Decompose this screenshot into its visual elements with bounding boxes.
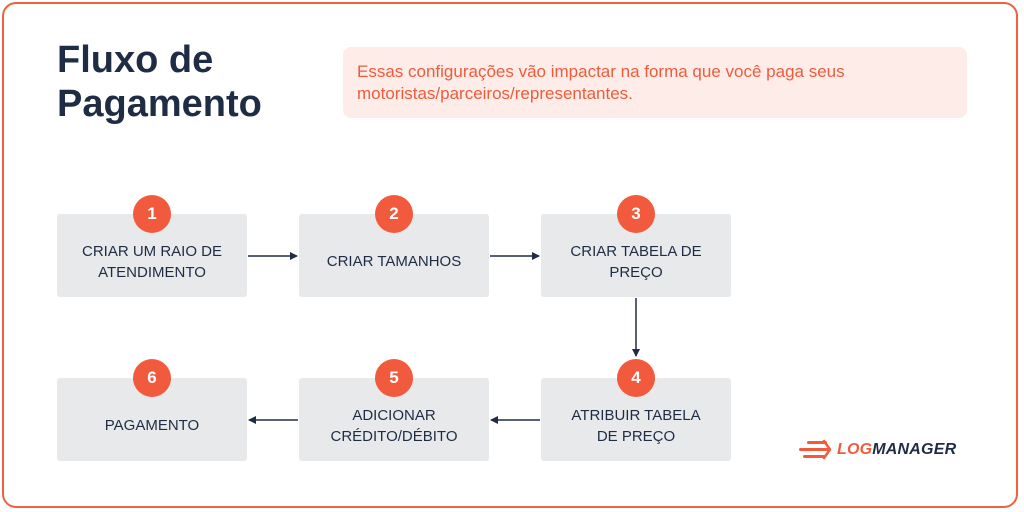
step-6-line-1: PAGAMENTO [104, 417, 200, 434]
step-5-line-1: ADICIONAR [352, 406, 436, 424]
step-5-line-2: CRÉDITO/DÉBITO [330, 427, 458, 445]
info-note: Essas configurações vão impactar na form… [343, 47, 967, 118]
logo-wordmark: LOGMANAGER [837, 441, 956, 459]
page-title: Fluxo de Pagamento [57, 38, 262, 126]
title-line-2: Pagamento [57, 83, 262, 125]
step-4-line-1: ATRIBUIR TABELA [571, 406, 701, 424]
step-4-line-2: DE PREÇO [596, 427, 676, 445]
note-line-1: Essas configurações vão impactar na form… [357, 62, 845, 81]
step-badge-4: 4 [617, 359, 655, 397]
step-3-line-2: PREÇO [609, 263, 663, 281]
step-1-line-1: CRIAR UM RAIO DE [81, 242, 222, 260]
logmanager-logo: LOGMANAGER [797, 438, 956, 462]
step-badge-1: 1 [133, 195, 171, 233]
title-line-1: Fluxo de [57, 39, 214, 81]
step-box-1: CRIAR UM RAIO DE ATENDIMENTO [57, 214, 247, 297]
step-3-line-1: CRIAR TABELA DE [570, 242, 702, 260]
step-badge-3: 3 [617, 195, 655, 233]
step-badge-5: 5 [375, 359, 413, 397]
logo-suffix: MANAGER [872, 441, 957, 458]
note-line-2: motoristas/parceiros/representantes. [357, 84, 633, 103]
step-badge-2: 2 [375, 195, 413, 233]
speed-lines-logo-icon [799, 439, 831, 460]
step-2-line-1: CRIAR TAMANHOS [326, 253, 462, 270]
logo-prefix: LOG [837, 441, 873, 458]
step-badge-6: 6 [133, 359, 171, 397]
step-1-line-2: ATENDIMENTO [98, 263, 206, 281]
